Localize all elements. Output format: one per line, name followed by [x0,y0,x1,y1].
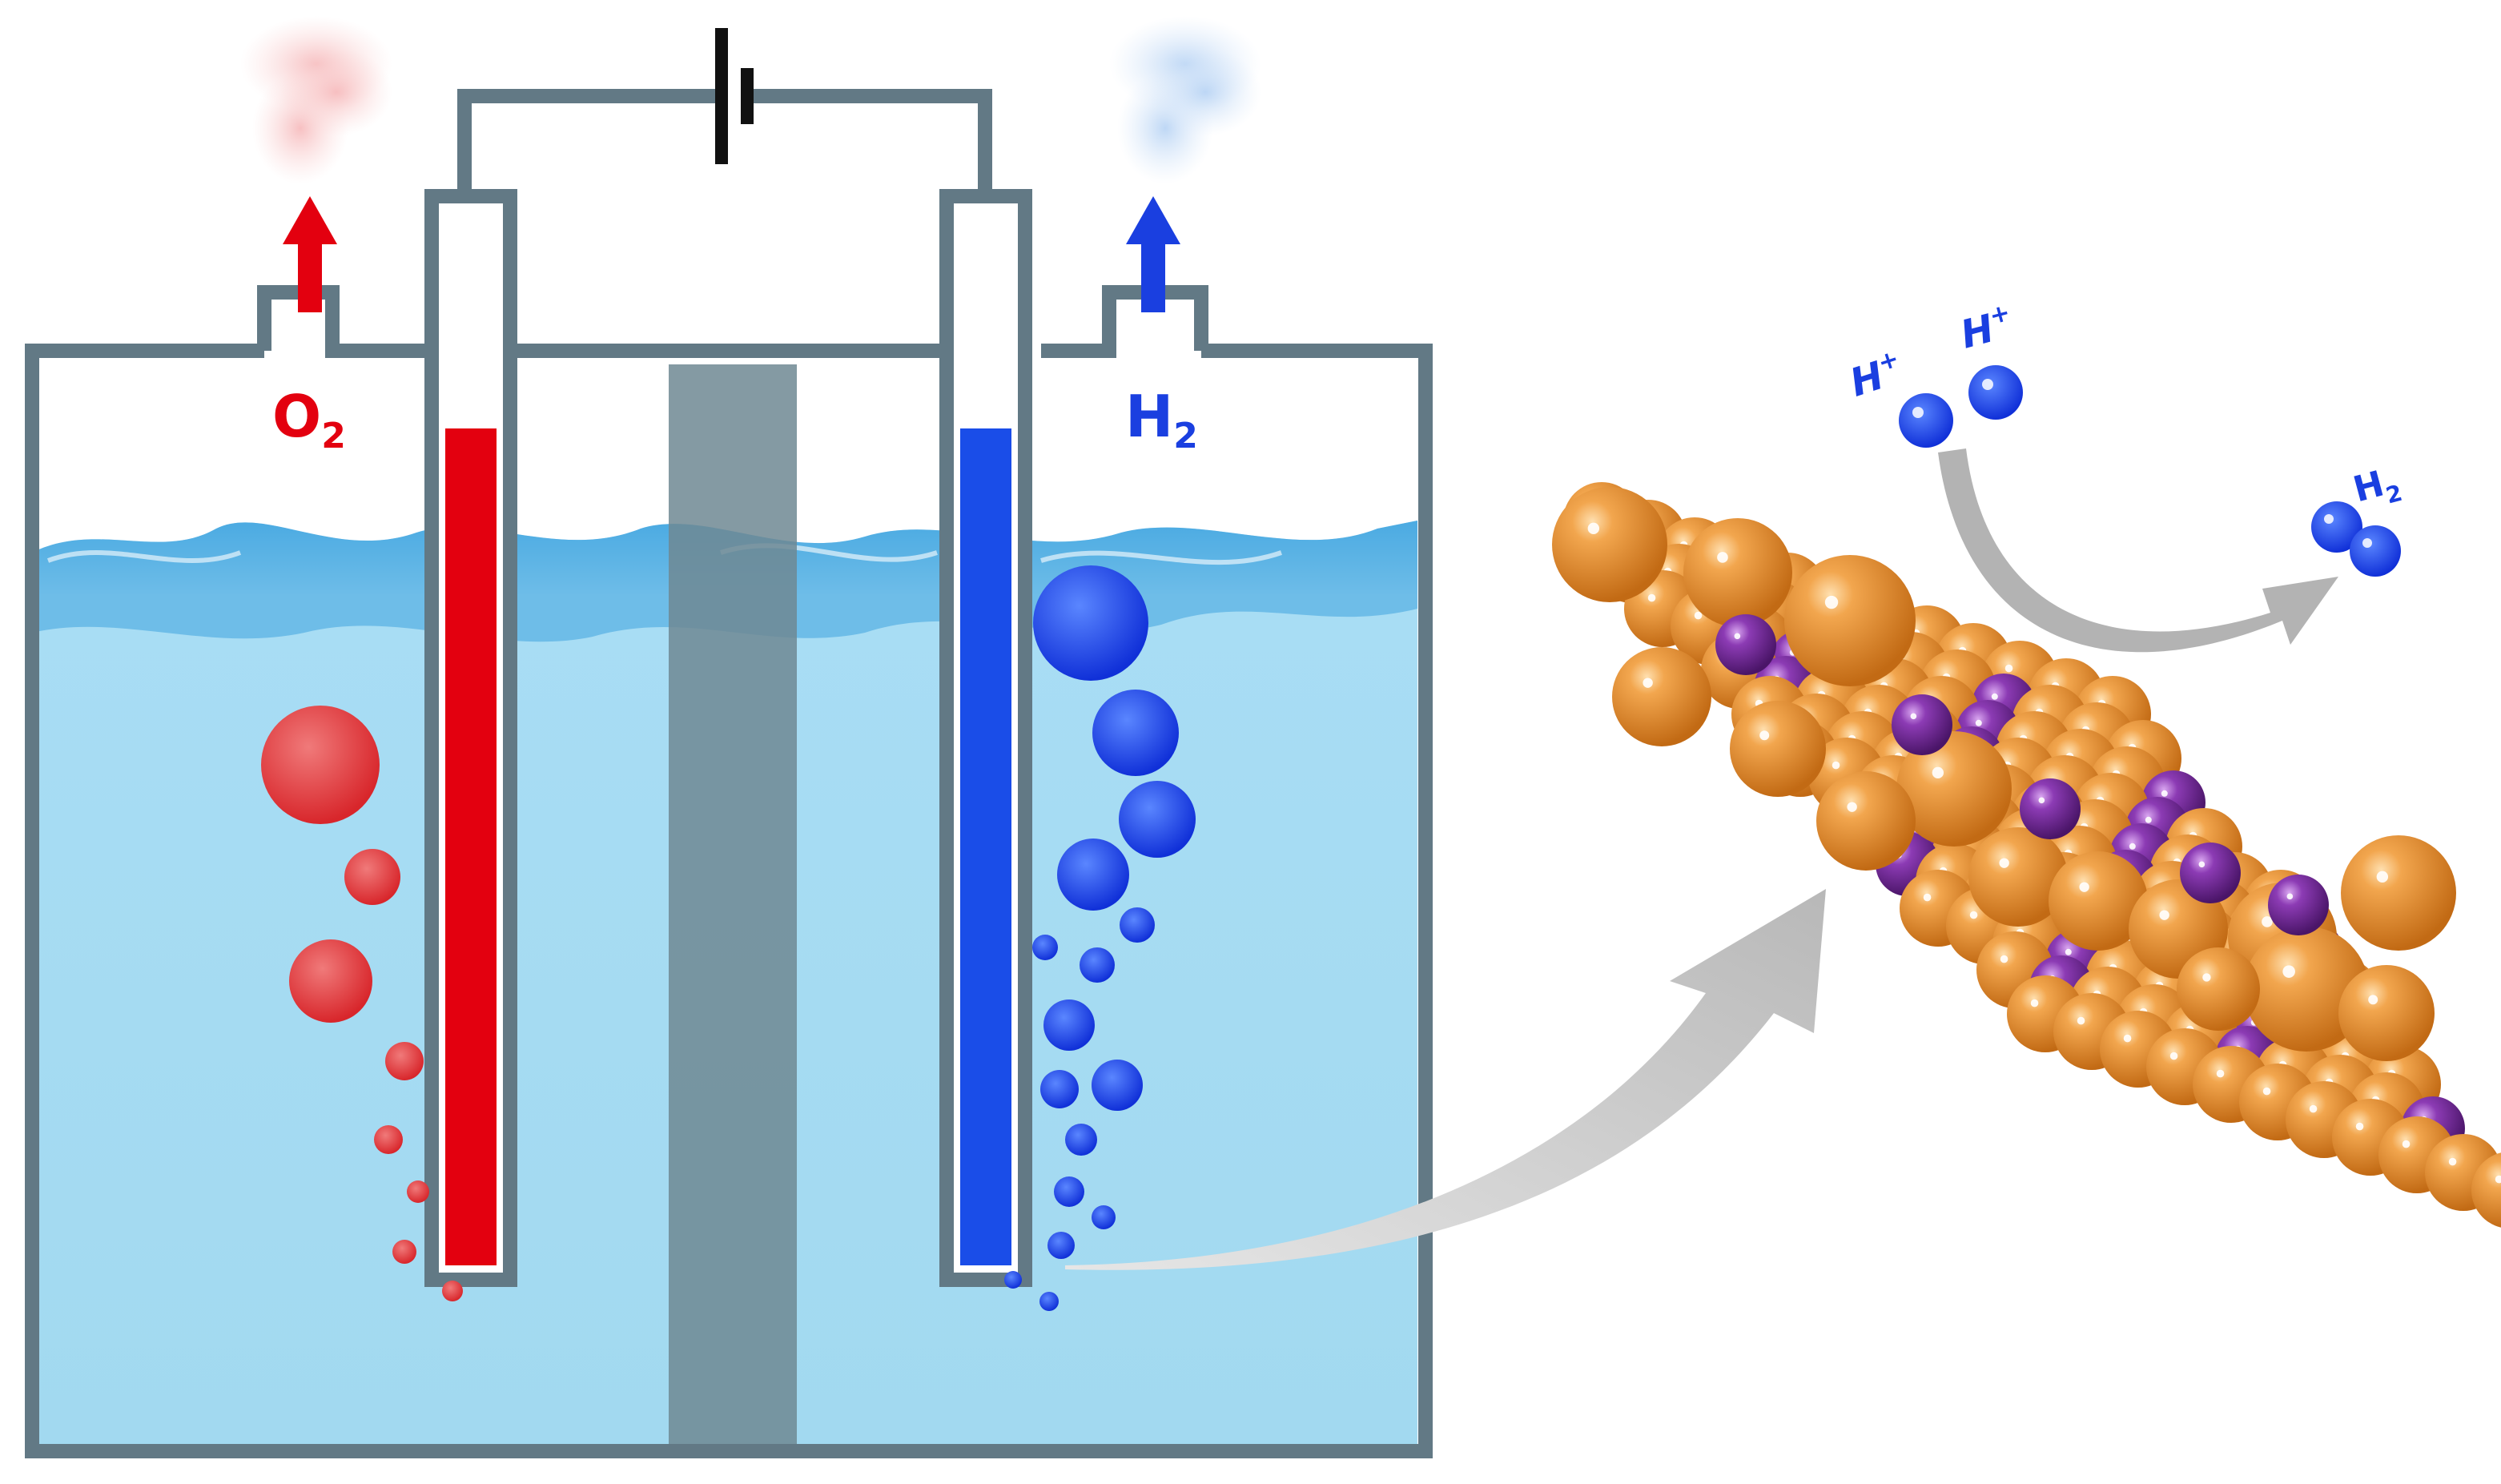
atom-highlight [2123,1034,2132,1043]
curved-arrow-icon [1938,448,2338,653]
atom-highlight [1991,693,1998,700]
metal-atom [1730,701,1826,797]
metal-atom [1784,555,1916,686]
atom-highlight [2448,1157,2457,1166]
atom-highlight [2495,1175,2501,1184]
metal-atom [2244,927,2369,1052]
atom-highlight [1717,552,1728,563]
atom-highlight [2282,965,2295,978]
oxygen-smoke [240,16,392,184]
atom-highlight [2202,973,2211,982]
metal-atom [1683,518,1792,627]
metal-atom [2341,835,2456,951]
atom-highlight [2216,1069,2225,1078]
atom-highlight [1847,802,1857,812]
svg-text:H2: H2 [2349,460,2405,517]
atom-highlight [1832,761,1840,770]
atom-highlight [2030,999,2039,1007]
atom-highlight [1694,611,1703,620]
up-arrow-icon [283,196,337,312]
up-arrow-icon [1126,196,1180,312]
atom-highlight [2145,816,2152,823]
atom-highlight [2169,1052,2178,1060]
catalyst-surface [1552,482,2501,1228]
metal-atom [1816,771,1916,871]
membrane [669,364,797,1451]
atom-highlight [1999,858,2009,868]
metal-atom [2338,965,2435,1061]
svg-text:H+: H+ [1844,344,1908,405]
battery-icon [715,28,754,164]
atom-highlight [1975,719,1982,726]
oxygen-label: O2 [272,383,346,456]
atom-highlight [1923,893,1932,902]
oxygen-bubbles [261,706,463,1301]
atom-highlight [2065,948,2072,955]
atom-highlight [2004,664,2013,673]
metal-atom [1612,647,1711,746]
hydrogen-bubbles [1004,565,1196,1311]
dopant-atom [2020,778,2081,839]
dopant-atom [1715,614,1776,675]
atom-highlight [2286,893,2294,900]
metal-atom [1552,487,1667,602]
metal-atom [2471,1152,2501,1228]
metal-atom [1968,827,2068,927]
proton-1: H+ [1844,344,1953,448]
atom-highlight [2129,843,2136,850]
atom-highlight [2402,1140,2411,1148]
atom-highlight [2000,955,2008,963]
atom-highlight [2077,1016,2085,1025]
atom-highlight [1647,593,1656,602]
atom-highlight [1824,595,1839,609]
atom-highlight [2262,1087,2271,1096]
atom-highlight [2368,995,2378,1005]
hydrogen-label: H2 [1125,383,1198,456]
anode-electrode [424,189,517,1287]
electrolytic-cell [25,89,1433,1458]
dopant-atom [2180,843,2241,903]
atom-highlight [2262,916,2273,927]
atom-highlight [2376,871,2389,883]
proton-2: H+ [1956,299,2023,420]
atom-highlight [1969,911,1978,919]
curved-arrow-icon [1065,889,1826,1270]
svg-text:H+: H+ [1956,299,2018,358]
atom-highlight [1910,713,1917,720]
atom-highlight [1734,633,1741,640]
dopant-atom [1892,694,1952,755]
metal-atom [2049,851,2148,951]
atom-highlight [1587,522,1600,535]
atom-highlight [2079,882,2089,892]
atom-highlight [2309,1104,2318,1113]
metal-atom [2177,947,2260,1031]
dopant-atom [2268,875,2329,935]
atom-highlight [1643,678,1653,688]
atom-highlight [1932,766,1944,779]
atom-highlight [2198,861,2205,868]
atom-highlight [2355,1122,2364,1131]
atom-highlight [2159,910,2169,920]
metal-atom [1896,731,2012,847]
hydrogen-smoke [1109,16,1261,184]
atom-highlight [2038,797,2045,804]
cathode-electrode [939,189,1032,1287]
atom-highlight [1759,730,1770,741]
hydrogen-molecule: H2 [2311,460,2405,577]
atom-highlight [2161,790,2168,797]
